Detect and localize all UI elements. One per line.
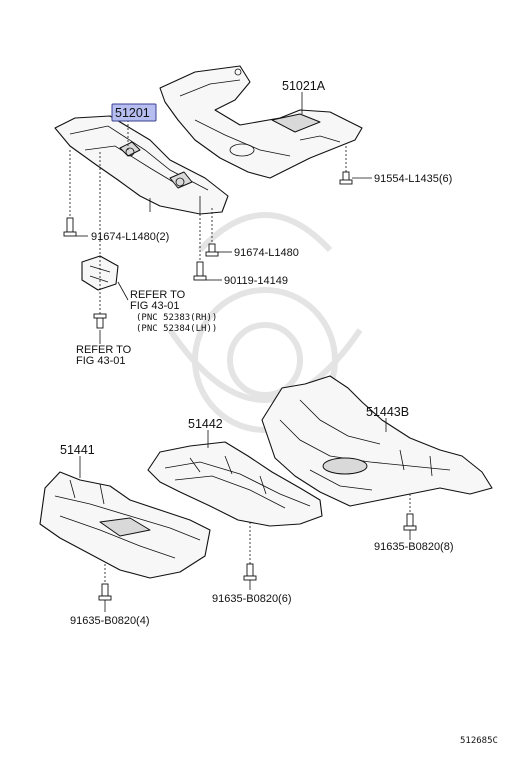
bolt-91554[interactable] bbox=[339, 171, 353, 185]
label-91635-B0820-4[interactable]: 91635-B0820(4) bbox=[70, 615, 150, 627]
bolt-91674[interactable] bbox=[205, 243, 219, 257]
label-51442[interactable]: 51442 bbox=[188, 417, 223, 431]
part-51442-cover[interactable] bbox=[147, 441, 323, 527]
label-91674-L1480[interactable]: 91674-L1480 bbox=[234, 247, 299, 259]
bolt-refer-fig[interactable] bbox=[93, 313, 107, 329]
label-91635-B0820-6[interactable]: 91635-B0820(6) bbox=[212, 593, 292, 605]
label-91554-L1435[interactable]: 91554-L1435(6) bbox=[374, 173, 452, 185]
part-51441-cover[interactable] bbox=[39, 471, 211, 579]
label-90119-14149[interactable]: 90119-14149 bbox=[224, 275, 288, 287]
highlight-box-51201[interactable] bbox=[111, 103, 157, 122]
label-51443B[interactable]: 51443B bbox=[366, 405, 409, 419]
label-fig-43-01-2[interactable]: FIG 43-01 bbox=[76, 355, 126, 367]
label-pnc-rh: (PNC 52383(RH)) bbox=[136, 313, 217, 323]
bolt-90119[interactable] bbox=[193, 261, 207, 281]
label-refer-to-1[interactable]: REFER TO bbox=[130, 289, 186, 301]
part-51443B-cover[interactable] bbox=[261, 375, 493, 507]
leader-lines bbox=[76, 92, 411, 612]
label-51021A[interactable]: 51021A bbox=[282, 79, 326, 93]
bolt-91635-4[interactable] bbox=[98, 583, 112, 601]
bolt-91635-6[interactable] bbox=[243, 563, 257, 581]
bolt-91674-2[interactable] bbox=[63, 217, 77, 237]
label-refer-to-2[interactable]: REFER TO bbox=[76, 344, 132, 356]
figure-code: 512685C bbox=[460, 736, 498, 746]
bolts bbox=[63, 171, 417, 601]
label-51441[interactable]: 51441 bbox=[60, 443, 95, 457]
label-pnc-lh: (PNC 52384(LH)) bbox=[136, 324, 217, 334]
label-fig-43-01-1[interactable]: FIG 43-01 bbox=[130, 300, 180, 312]
bolt-91635-8[interactable] bbox=[403, 513, 417, 531]
label-91635-B0820-8[interactable]: 91635-B0820(8) bbox=[374, 541, 454, 553]
label-91674-L1480-2[interactable]: 91674-L1480(2) bbox=[91, 231, 169, 243]
label-51201[interactable]: 51201 bbox=[115, 106, 150, 120]
part-51201-crossmember[interactable] bbox=[54, 115, 229, 215]
part-51021A-frame[interactable] bbox=[159, 65, 363, 179]
